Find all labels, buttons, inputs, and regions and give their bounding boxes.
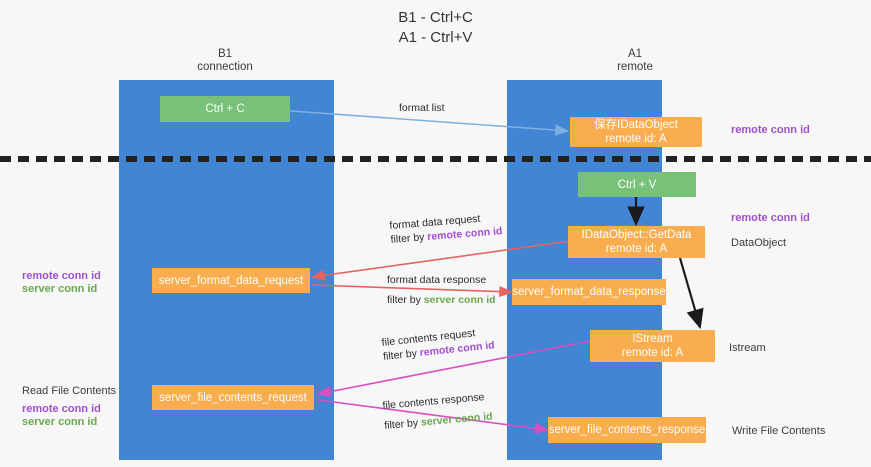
node-getdata-line1: IDataObject::GetData [581,229,692,241]
arrow-label-format-list: format list [399,101,445,115]
node-ctrl-v-label: Ctrl + V [617,178,657,191]
node-ctrl-v[interactable]: Ctrl + V [578,172,696,197]
annotation-right-write-file-contents: Write File Contents [732,425,826,437]
phase-divider [0,156,871,162]
node-sfdresp-label: server_format_data_response [512,286,666,298]
annotation-right-remote-conn-id-top: remote conn id [731,124,810,136]
arrow-getdata-to-istream [678,257,704,330]
annotation-left-server-conn-id-2: server conn id [22,416,98,428]
lane-header-a1: A1 remote [560,48,710,74]
node-idataobject-line2: remote id: A [605,133,667,145]
annotation-right-istream: Istream [729,342,766,354]
fc-resp-line2: filter by server conn id [384,409,493,432]
title-line-1: B1 - Ctrl+C [398,9,473,26]
node-server-format-data-request[interactable]: server_format_data_request [152,268,310,293]
node-sfdreq-label: server_format_data_request [158,274,304,287]
fc-resp-line2-prefix: filter by [383,416,422,432]
node-ctrl-c-label: Ctrl + C [205,103,245,115]
annotation-left-remote-conn-id-2: remote conn id [22,403,101,415]
fmt-resp-line2: filter by server conn id [387,293,496,307]
node-idataobject-getdata[interactable]: IDataObject::GetData remote id: A [568,226,705,258]
arrow-label-file-contents-response: file contents response filter by server … [382,390,493,433]
annotation-right-dataobject: DataObject [731,237,787,249]
node-server-file-contents-request[interactable]: server_file_contents_request [152,385,314,410]
lane-header-a1-name: A1 [627,48,643,60]
node-istream-line2: remote id: A [621,347,684,359]
fc-resp-line1: file contents response [382,391,485,412]
fmt-resp-line2-highlight: server conn id [423,294,496,306]
fmt-req-line2-prefix: filter by [390,231,428,246]
annotation-left-read-file-contents: Read File Contents [22,385,117,397]
annotation-left-server-conn-id-1: server conn id [22,283,98,295]
arrow-label-file-contents-request: file contents request filter by remote c… [381,324,495,364]
node-sfcresp-label: server_file_contents_response [548,424,706,436]
node-server-format-data-response[interactable]: server_format_data_response [512,279,666,305]
fmt-resp-line2-prefix: filter by [387,294,424,306]
fc-req-line2-prefix: filter by [382,347,421,363]
annotation-right-remote-conn-id-mid: remote conn id [731,212,810,224]
node-ctrl-c[interactable]: Ctrl + C [160,96,290,122]
format-list-text: format list [399,102,445,114]
page-title: B1 - Ctrl+C A1 - Ctrl+V [0,8,871,48]
lane-header-a1-sub: remote [617,61,653,73]
node-istream-line1: IStream [632,333,673,345]
arrow-label-format-data-request: format data request filter by remote con… [389,210,503,247]
node-getdata-line2: remote id: A [605,243,668,255]
annotation-left-remote-conn-id-1: remote conn id [22,270,101,282]
lane-header-b1-name: B1 [217,48,233,60]
node-sfcreq-label: server_file_contents_request [159,391,307,404]
node-idataobject-line1: 保存IDataObject [594,119,678,131]
title-line-2: A1 - Ctrl+V [398,29,473,46]
fc-resp-line2-highlight: server conn id [420,410,494,429]
node-istream[interactable]: IStream remote id: A [590,330,715,362]
lane-header-b1: B1 connection [150,48,300,74]
fmt-resp-line1: format data response [387,274,487,286]
node-server-file-contents-response[interactable]: server_file_contents_response [548,417,706,443]
node-idataobject[interactable]: 保存IDataObject remote id: A [570,117,702,147]
arrow-label-format-data-response: format data response filter by server co… [387,273,496,307]
lane-header-b1-sub: connection [197,61,253,73]
